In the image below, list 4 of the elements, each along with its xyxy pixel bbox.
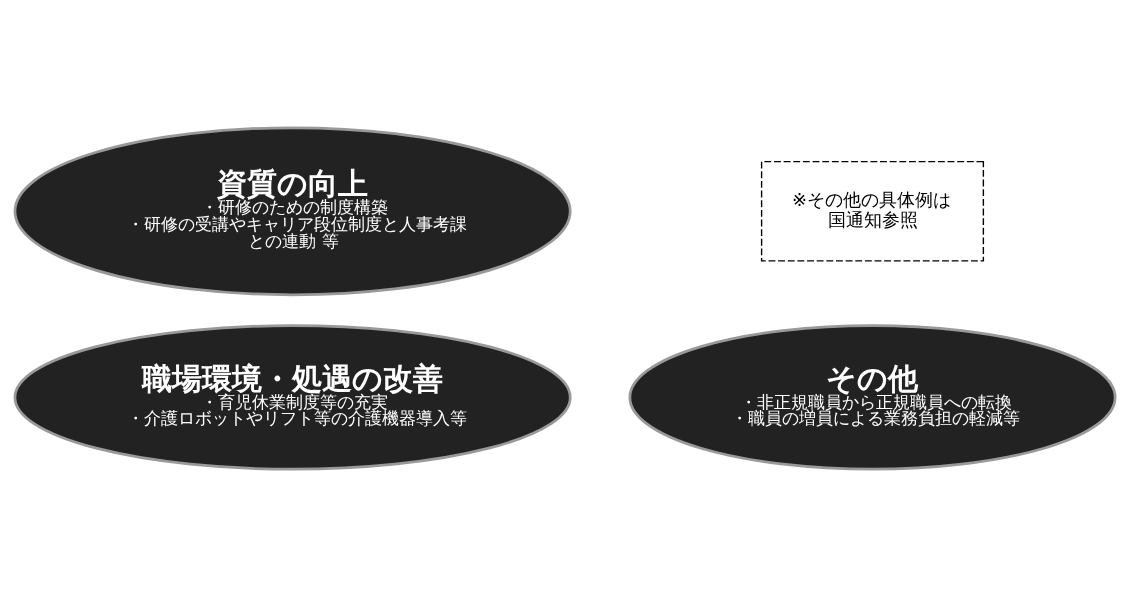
- node-ellipse: 職場環境・処遇の改善 ・育児休業制度等の充実 ・介護ロボットやリフト等の介護機器導入等: [13, 323, 572, 471]
- node-ellipse: 資質の向上 ・研修のための制度構築 ・研修の受講やキャリア段位制度と人事考課との連動 等: [13, 125, 572, 296]
- node-ellipse: その他 ・非正規職員から正規職員への転換 ・職員の増員による業務負担の軽減等: [628, 323, 1117, 471]
- node-box: ※その他の具体例は国通知参照: [760, 160, 985, 262]
